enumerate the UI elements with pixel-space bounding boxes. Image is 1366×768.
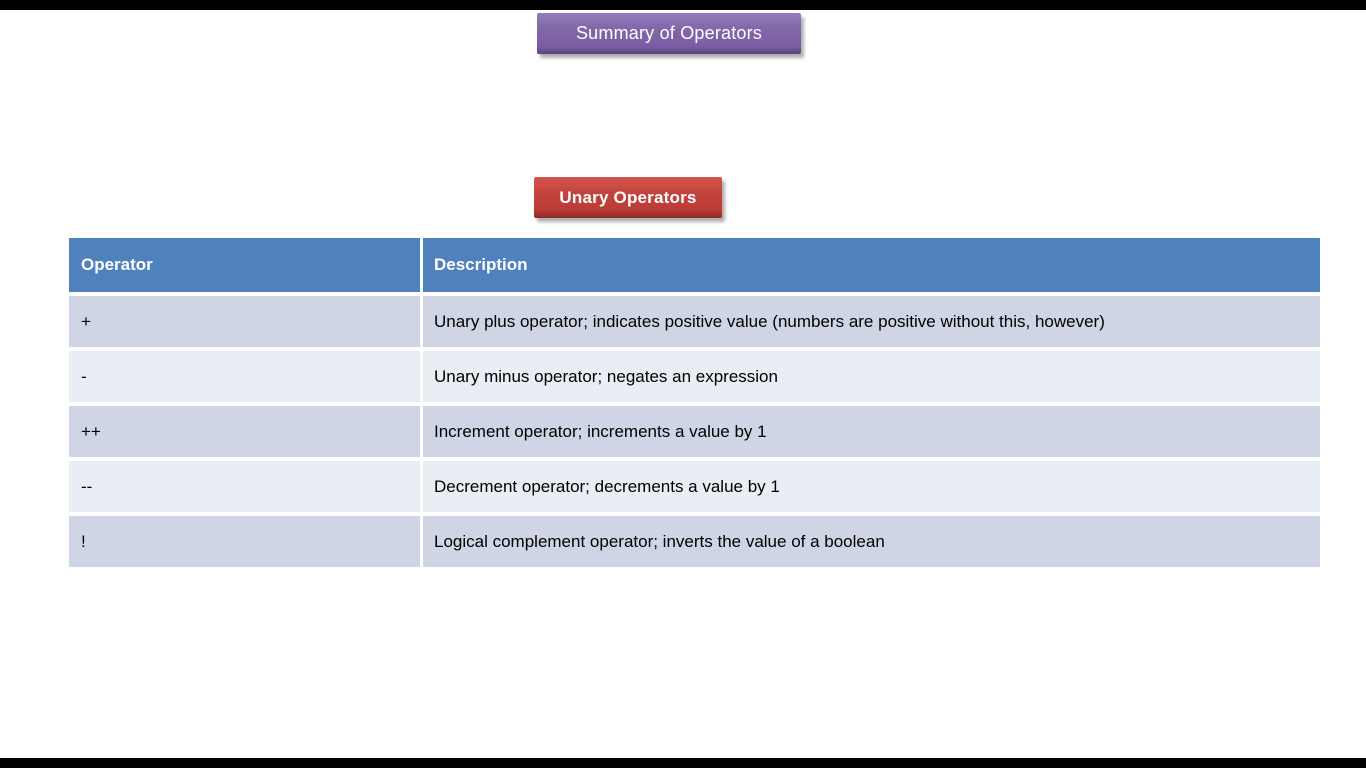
table-row: ++ Increment operator; increments a valu…: [69, 406, 1320, 457]
operators-table: Operator Description + Unary plus operat…: [69, 238, 1320, 567]
table-header-row: Operator Description: [69, 238, 1320, 292]
header-cell-operator: Operator: [69, 238, 420, 292]
description-cell: Decrement operator; decrements a value b…: [423, 461, 1320, 512]
letterbox-bottom-bar: [0, 758, 1366, 768]
letterbox-top-bar: [0, 0, 1366, 10]
description-cell: Increment operator; increments a value b…: [423, 406, 1320, 457]
slide-title-text: Summary of Operators: [575, 23, 763, 43]
operator-cell: +: [69, 296, 420, 347]
table-row: -- Decrement operator; decrements a valu…: [69, 461, 1320, 512]
operator-cell: !: [69, 516, 420, 567]
table-row: + Unary plus operator; indicates positiv…: [69, 296, 1320, 347]
table-row: - Unary minus operator; negates an expre…: [69, 351, 1320, 402]
section-banner: Unary Operators: [534, 177, 722, 218]
header-cell-description: Description: [423, 238, 1320, 292]
description-cell: Unary minus operator; negates an express…: [423, 351, 1320, 402]
presentation-slide: Summary of Operators Unary Operators Ope…: [0, 10, 1366, 758]
operator-cell: --: [69, 461, 420, 512]
table-row: ! Logical complement operator; inverts t…: [69, 516, 1320, 567]
description-cell: Logical complement operator; inverts the…: [423, 516, 1320, 567]
slide-title-banner: Summary of Operators: [537, 13, 801, 54]
operator-cell: ++: [69, 406, 420, 457]
description-cell: Unary plus operator; indicates positive …: [423, 296, 1320, 347]
operator-cell: -: [69, 351, 420, 402]
section-banner-text: Unary Operators: [559, 187, 697, 207]
